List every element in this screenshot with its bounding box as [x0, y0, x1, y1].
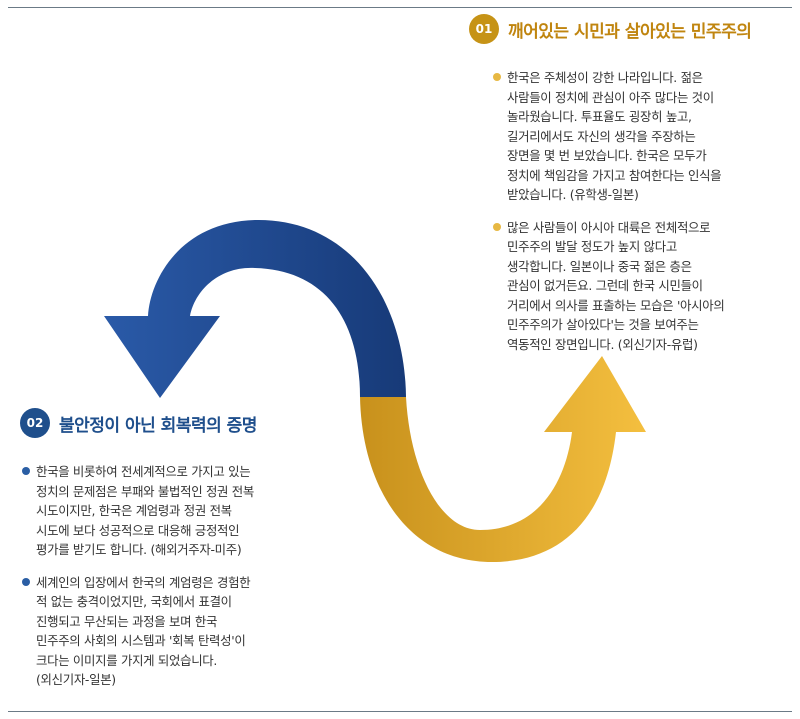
quote-line: 생각합니다. 일본이나 중국 젊은 층은 — [507, 258, 692, 274]
quote-line: 한국을 비롯하여 전세계적으로 가지고 있는 — [36, 464, 251, 479]
bullet-dot-icon — [22, 577, 30, 586]
quote-line: 정치에 책임감을 가지고 참여한다는 인식을 — [507, 167, 722, 183]
bottom-divider — [8, 711, 792, 712]
bullet-dot-icon — [493, 73, 501, 81]
bullet-dot-icon — [22, 467, 30, 475]
quote-line: 놀라웠습니다. 투표율도 굉장히 높고, — [507, 109, 692, 124]
quote-line: 민주주의 사회의 시스템과 '회복 탄력성'이 — [36, 633, 246, 648]
quote-line: 관심이 없거든요. 그런데 한국 시민들이 — [507, 278, 703, 293]
quote-line: 시도이지만, 한국은 계엄령과 정권 전복 — [36, 503, 232, 518]
quote-line: 크다는 이미지를 가지게 되었습니다. — [36, 652, 218, 668]
section-1-number-badge: 01 — [469, 14, 499, 44]
quote-line: 민주주의가 살아있다'는 것을 보여주는 — [507, 317, 699, 332]
quote-line: 평가를 받기도 합니다. (해외거주자-미주) — [36, 542, 242, 557]
quote-line: 거리에서 의사를 표출하는 모습은 '아시아의 — [507, 297, 725, 313]
section-2-number-badge: 02 — [20, 408, 50, 438]
section-2-title: 불안정이 아닌 회복력의 증명 — [59, 415, 257, 436]
section-1-heading: 01 깨어있는 시민과 살아있는 민주주의 — [469, 14, 752, 44]
quote-line: (외신기자-일본) — [36, 672, 116, 687]
section-1-title: 깨어있는 시민과 살아있는 민주주의 — [508, 21, 752, 42]
quote-line: 적 없는 충격이었지만, 국회에서 표결이 — [36, 594, 232, 609]
quote-line: 세계인의 입장에서 한국의 계엄령은 경험한 — [36, 574, 251, 590]
curved-gold-arrow-icon — [360, 356, 646, 562]
quote-line: 장면을 몇 번 보았습니다. 한국은 모두가 — [507, 148, 707, 163]
quote-line: 받았습니다. (유학생-일본) — [507, 187, 639, 202]
section-2-heading: 02 불안정이 아닌 회복력의 증명 — [20, 408, 257, 438]
top-divider — [8, 7, 792, 8]
quote-line: 진행되고 무산되는 과정을 보며 한국 — [36, 613, 218, 629]
quote-line: 정치의 문제점은 부패와 불법적인 정권 전복 — [36, 483, 254, 499]
quote-line: 길거리에서도 자신의 생각을 주장하는 — [507, 128, 696, 144]
quote-line: 시도에 보다 성공적으로 대응해 긍정적인 — [36, 522, 240, 538]
quote-line: 사람들이 정치에 관심이 아주 많다는 것이 — [507, 89, 714, 105]
curved-navy-arrow-icon — [104, 219, 406, 398]
bullet-dot-icon — [493, 222, 501, 231]
quote-line: 많은 사람들이 아시아 대륙은 전체적으로 — [507, 219, 711, 235]
quote-line: 한국은 주체성이 강한 나라입니다. 젊은 — [507, 70, 703, 85]
quote-line: 역동적인 장면입니다. (외신기자-유럽) — [507, 336, 698, 352]
quote-line: 민주주의 발달 정도가 높지 않다고 — [507, 239, 677, 254]
